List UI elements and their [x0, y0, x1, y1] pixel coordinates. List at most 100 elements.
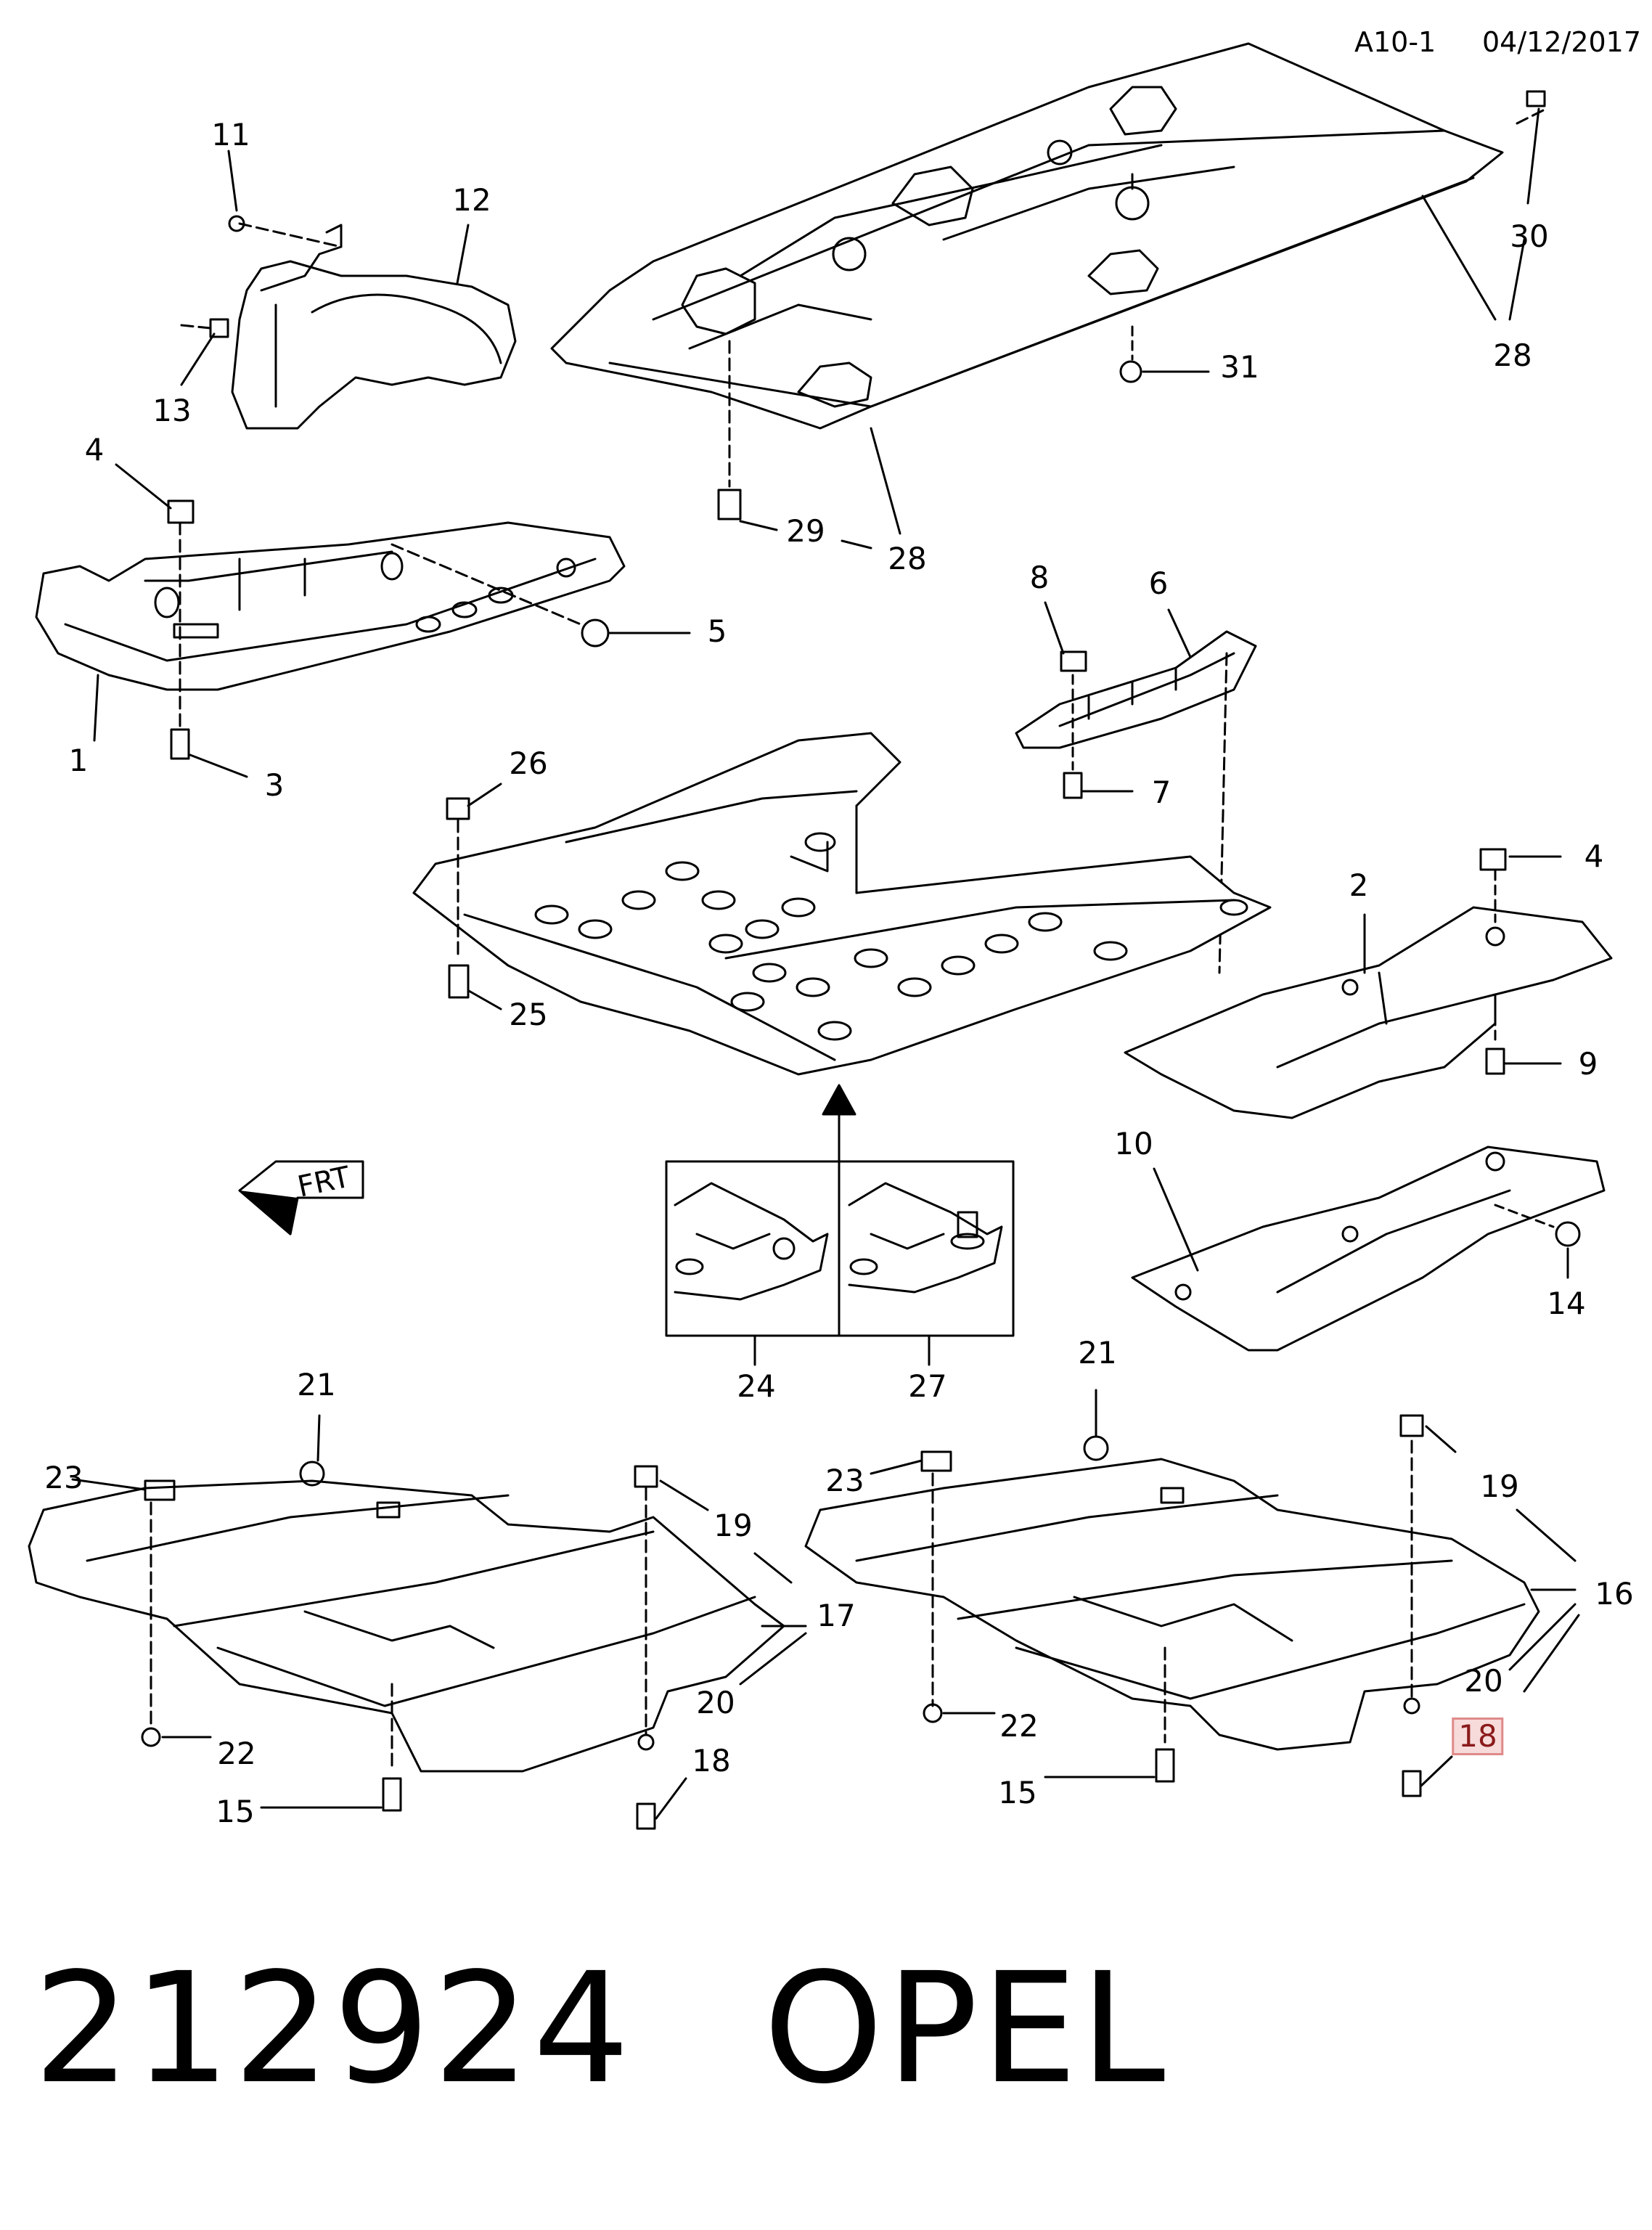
part-15-stud-a	[382, 1777, 402, 1812]
part-10-side-shield	[1131, 1145, 1606, 1352]
leader-16-b	[1508, 1603, 1577, 1671]
part-3-screw	[170, 728, 190, 760]
part-26-nut	[446, 797, 470, 820]
part-19-nut-b	[1399, 1414, 1424, 1437]
part-30-nut	[1526, 90, 1546, 107]
leader-28-b	[1508, 238, 1526, 321]
leader-12	[456, 224, 470, 285]
part-4-clip-b	[1479, 848, 1507, 871]
callout-30: 30	[1510, 218, 1549, 254]
leader-19-b	[1425, 1425, 1457, 1453]
part-1-front-shield	[35, 521, 626, 691]
part-21-pushpin-b	[1083, 1435, 1109, 1461]
page-ref: A10-1	[1354, 26, 1436, 58]
callout-18-b-highlighted[interactable]: 18	[1452, 1718, 1504, 1755]
leader-28-d	[870, 427, 901, 535]
part-15-stud-b	[1155, 1748, 1175, 1783]
part-2-side-shield	[1124, 906, 1613, 1119]
leader-26	[467, 783, 502, 807]
callout-9: 9	[1578, 1046, 1598, 1082]
leader-21-a	[316, 1414, 321, 1462]
callout-20-a: 20	[696, 1685, 735, 1720]
part-20-washer-a	[637, 1733, 655, 1751]
detail-27-view	[848, 1182, 1003, 1294]
leader-6	[1167, 608, 1192, 658]
leader-30	[1526, 107, 1540, 205]
callout-16: 16	[1595, 1576, 1634, 1612]
part-22-screw-b	[923, 1703, 943, 1723]
leader-28-c	[841, 539, 872, 550]
leader-19-a-b	[753, 1552, 793, 1584]
leader-13-dash	[180, 324, 212, 330]
leader-5-dash	[390, 543, 582, 626]
callout-20-b: 20	[1464, 1663, 1503, 1699]
leader-16-c	[1523, 1614, 1580, 1693]
callout-23-b: 23	[825, 1463, 864, 1498]
part-12-wheelhouse-shield	[231, 224, 517, 430]
callout-24: 24	[737, 1368, 776, 1404]
leader-18-b	[1420, 1755, 1453, 1787]
callout-26: 26	[509, 746, 548, 781]
leader-25	[467, 989, 502, 1010]
part-31-bolt	[1119, 360, 1142, 383]
callout-8: 8	[1029, 560, 1050, 595]
callout-31: 31	[1220, 349, 1259, 385]
part-18-screw-b	[1402, 1770, 1422, 1797]
callout-3: 3	[264, 767, 285, 803]
callout-4-b: 4	[1584, 838, 1604, 874]
leader-17-b	[739, 1632, 807, 1686]
callout-15-b: 15	[998, 1775, 1037, 1810]
callout-6: 6	[1148, 565, 1169, 601]
part-21-pushpin-a	[299, 1461, 325, 1487]
callout-19-b: 19	[1480, 1469, 1519, 1504]
callout-18-a: 18	[692, 1743, 731, 1778]
callout-28-a: 28	[1493, 338, 1532, 373]
leader-3	[189, 753, 248, 778]
callout-23-a: 23	[44, 1460, 83, 1495]
callout-21-a: 21	[297, 1367, 336, 1402]
part-6-bracket	[1015, 630, 1257, 749]
leader-10	[1153, 1167, 1199, 1272]
leader-14-dash	[1494, 1204, 1555, 1228]
callout-17: 17	[817, 1598, 856, 1633]
part-8-clip	[1060, 650, 1087, 672]
callout-21-b: 21	[1078, 1335, 1117, 1371]
brand-name: OPEL	[763, 1940, 1169, 2117]
part-5-pushpin	[581, 618, 610, 648]
leader-4-a	[115, 463, 172, 510]
callout-22-b: 22	[999, 1708, 1039, 1744]
diagram-date: 04/12/2017	[1482, 26, 1642, 58]
part-16-under-shield-right	[804, 1414, 1540, 1751]
detail-24-view	[674, 1182, 829, 1301]
leader-19-a	[659, 1479, 709, 1511]
callout-4-a: 4	[84, 432, 105, 467]
leader-23-b	[870, 1459, 923, 1475]
leader-11-b	[227, 150, 238, 212]
leader-23-a	[71, 1478, 147, 1491]
callout-27: 27	[908, 1368, 947, 1404]
part-4-clip-a	[167, 499, 195, 524]
leader-13	[180, 332, 216, 386]
callout-22-a: 22	[217, 1736, 256, 1771]
main-engine-shield	[412, 732, 1272, 1076]
leader-8	[1044, 601, 1065, 655]
callout-28-b: 28	[888, 541, 927, 576]
callout-15-a: 15	[216, 1794, 255, 1829]
callout-14: 14	[1547, 1286, 1586, 1321]
part-17-under-shield-left	[28, 1461, 785, 1773]
leader-29	[739, 520, 778, 531]
part-14-pushpin	[1555, 1221, 1581, 1247]
callout-5: 5	[707, 613, 727, 649]
leader-28-dash	[1516, 107, 1547, 125]
front-direction-arrow	[238, 1160, 364, 1236]
part-25-bolt	[448, 964, 470, 999]
callout-1: 1	[68, 743, 89, 778]
part-20-washer-b	[1403, 1697, 1420, 1715]
callout-29: 29	[786, 513, 825, 549]
leader-18-a	[655, 1777, 687, 1820]
part-9-screw	[1485, 1047, 1505, 1075]
part-18-screw-a	[636, 1802, 656, 1830]
